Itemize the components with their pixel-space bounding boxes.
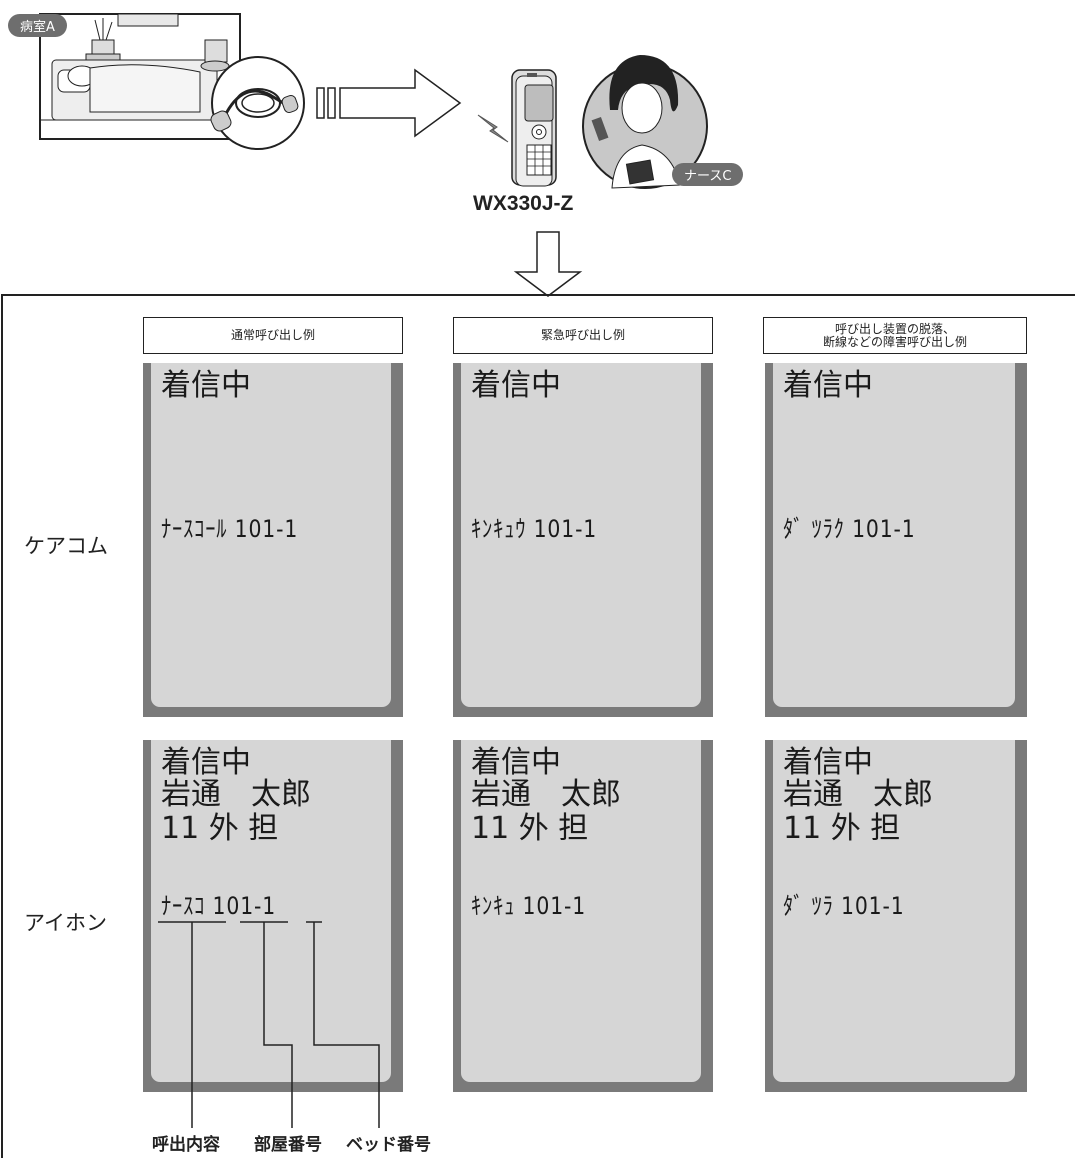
call-text: ｷﾝｷｭ 101-1 <box>471 892 587 920</box>
aiphone-screen-emergency: 着信中 岩通 太郎 11 外 担 ｷﾝｷｭ 101-1 <box>453 740 713 1092</box>
column-header-normal: 通常呼び出し例 <box>143 317 403 354</box>
nurse-name-text: 岩通 太郎 <box>471 777 621 812</box>
screen-display: 着信中 岩通 太郎 11 外 担 ｷﾝｷｭ 101-1 <box>461 740 701 1082</box>
wireless-signal-icon <box>477 114 509 143</box>
column-header-emergency: 緊急呼び出し例 <box>453 317 713 354</box>
column-header-fault-line1: 呼び出し装置の脱落、 <box>834 321 955 336</box>
aiphone-screen-fault: 着信中 岩通 太郎 11 外 担 ﾀﾞ ﾂﾗ 101-1 <box>765 740 1027 1092</box>
column-header-fault-line2: 断線などの障害呼び出し例 <box>822 334 967 349</box>
column-header-emergency-text: 緊急呼び出し例 <box>540 328 625 342</box>
call-text: ﾀﾞ ﾂﾗｸ 101-1 <box>783 515 916 543</box>
carecom-screen-normal: 着信中 ﾅｰｽｺｰﾙ 101-1 <box>143 363 403 717</box>
nurse-name-text: 岩通 太郎 <box>161 777 311 812</box>
incoming-text: 着信中 <box>471 368 561 403</box>
carecom-screen-emergency: 着信中 ｷﾝｷｭｳ 101-1 <box>453 363 713 717</box>
screen-display: 着信中 岩通 太郎 11 外 担 ﾅｰｽｺ 101-1 <box>151 740 391 1082</box>
hospital-room-illustration <box>39 13 241 140</box>
callout-bed-number: ベッド番号 <box>346 1135 431 1155</box>
incoming-text: 着信中 <box>783 745 873 780</box>
call-text: ﾀﾞ ﾂﾗ 101-1 <box>783 892 905 920</box>
bed-number-leader <box>313 922 380 1128</box>
handset-phone-illustration <box>511 69 557 187</box>
display-examples-frame <box>1 294 1075 1158</box>
call-room-text: 101- <box>212 892 263 920</box>
screen-display: 着信中 ﾅｰｽｺｰﾙ 101-1 <box>151 363 391 707</box>
call-flow-scene: 病室A ナースC WX330J-Z <box>0 0 1075 300</box>
column-header-normal-text: 通常呼び出し例 <box>230 328 315 342</box>
call-text: ﾅｰｽｺｰﾙ 101-1 <box>161 515 299 543</box>
screen-display: 着信中 ﾀﾞ ﾂﾗｸ 101-1 <box>773 363 1015 707</box>
device-model-label: WX330J-Z <box>473 192 574 215</box>
incoming-text: 着信中 <box>783 368 873 403</box>
incoming-text: 着信中 <box>161 745 251 780</box>
column-header-fault: 呼び出し装置の脱落、 断線などの障害呼び出し例 <box>763 317 1027 354</box>
call-text: ﾅｰｽｺ 101-1 <box>161 886 276 921</box>
call-button-zoom-illustration <box>210 56 305 150</box>
down-arrow-icon <box>513 231 583 297</box>
incoming-text: 着信中 <box>471 745 561 780</box>
nurse-illustration <box>582 55 708 189</box>
ward-info-text: 11 外 担 <box>471 811 589 846</box>
nurse-tag: ナースC <box>672 163 744 186</box>
signal-arrow-icon <box>316 68 462 138</box>
callout-room-number: 部屋番号 <box>254 1135 322 1155</box>
call-bed-text: 1 <box>262 892 277 920</box>
screen-display: 着信中 ｷﾝｷｭｳ 101-1 <box>461 363 701 707</box>
scene-illustration <box>39 13 708 297</box>
aiphone-screen-normal: 着信中 岩通 太郎 11 外 担 ﾅｰｽｺ 101-1 <box>143 740 403 1092</box>
ward-info-text: 11 外 担 <box>161 811 279 846</box>
callout-call-content: 呼出内容 <box>152 1135 220 1155</box>
row-label-carecom: ケアコム <box>24 534 108 558</box>
incoming-text: 着信中 <box>161 368 251 403</box>
room-number-leader <box>263 922 293 1128</box>
ward-info-text: 11 外 担 <box>783 811 901 846</box>
room-tag: 病室A <box>8 14 67 37</box>
nurse-name-text: 岩通 太郎 <box>783 777 933 812</box>
call-text: ｷﾝｷｭｳ 101-1 <box>471 515 598 543</box>
carecom-screen-fault: 着信中 ﾀﾞ ﾂﾗｸ 101-1 <box>765 363 1027 717</box>
screen-display: 着信中 岩通 太郎 11 外 担 ﾀﾞ ﾂﾗ 101-1 <box>773 740 1015 1082</box>
row-label-aiphone: アイホン <box>24 911 107 935</box>
call-type-text: ﾅｰｽｺ <box>161 892 206 920</box>
